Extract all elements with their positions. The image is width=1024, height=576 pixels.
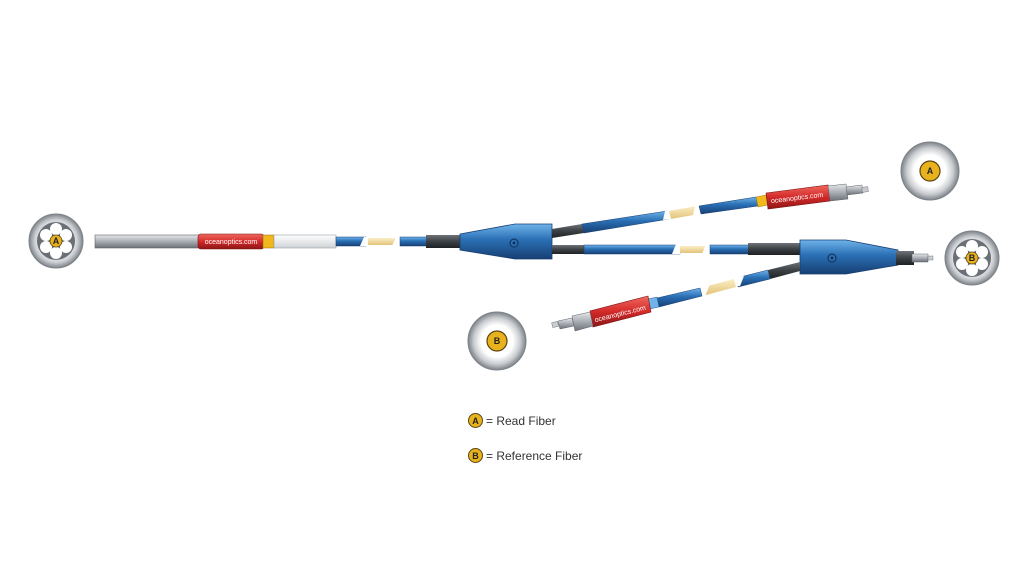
splitter-body-right bbox=[799, 239, 934, 275]
legend-badge-a: A bbox=[468, 413, 483, 428]
middle-cable bbox=[552, 243, 802, 255]
splitter-body-left bbox=[459, 223, 553, 260]
lower-branch-cable bbox=[656, 262, 800, 308]
fiber-bundle-left: A bbox=[40, 223, 72, 259]
splitter-end-view: B bbox=[944, 230, 1000, 286]
brand-label-left: oceanoptics.com bbox=[205, 239, 258, 246]
connector-a-end-view: A bbox=[900, 141, 960, 201]
common-end-letter: A bbox=[53, 236, 60, 246]
common-end-view: A bbox=[28, 213, 84, 269]
fiber-bundle-right: B bbox=[956, 240, 988, 276]
legend-label-reference-fiber: = Reference Fiber bbox=[486, 448, 583, 463]
connector-b-lower: oceanoptics.com bbox=[551, 295, 660, 332]
connector-b-letter: B bbox=[494, 336, 501, 346]
legend-item-read-fiber: A = Read Fiber bbox=[468, 413, 556, 428]
connector-a-letter: A bbox=[927, 166, 934, 176]
common-end-probe: oceanoptics.com bbox=[94, 233, 462, 250]
connector-b-end-view: B bbox=[467, 311, 527, 371]
connector-a-upper: oceanoptics.com bbox=[755, 183, 869, 210]
upper-branch-cable bbox=[552, 196, 759, 238]
legend-badge-b: B bbox=[468, 448, 483, 463]
legend-label-read-fiber: = Read Fiber bbox=[486, 413, 556, 428]
legend-item-reference-fiber: B = Reference Fiber bbox=[468, 448, 582, 463]
splitter-end-letter: B bbox=[969, 253, 976, 263]
